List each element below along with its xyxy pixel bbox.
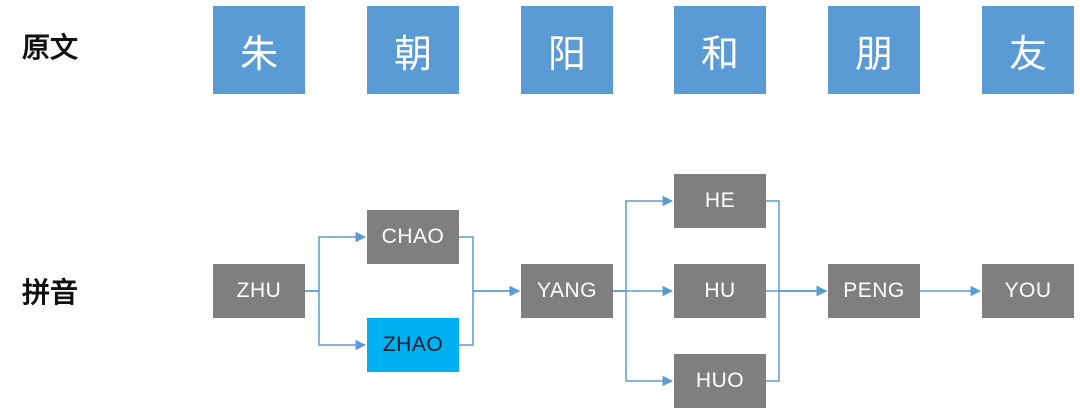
original-text-label: 原文 <box>22 31 79 64</box>
pinyin-label: 拼音 <box>22 276 79 309</box>
edge-zhao-yang <box>459 285 521 346</box>
edge-he-peng <box>766 200 828 297</box>
edge-yang-huo <box>613 290 674 387</box>
pinyin-box-he: HE <box>674 174 766 228</box>
pinyin-box-yang: YANG <box>521 264 613 318</box>
pinyin-box-peng: PENG <box>828 264 920 318</box>
pinyin-box-chao: CHAO <box>367 210 459 264</box>
char-box-chao: 朝 <box>367 6 459 94</box>
pinyin-box-zhao: ZHAO <box>367 318 459 372</box>
edge-yang-he <box>613 195 674 292</box>
edge-chao-yang <box>459 236 521 297</box>
char-box-he: 和 <box>674 6 766 94</box>
pinyin-box-you: YOU <box>982 264 1074 318</box>
char-box-you: 友 <box>982 6 1074 94</box>
pinyin-box-zhu: ZHU <box>213 264 305 318</box>
edge-zhu-chao <box>305 231 367 292</box>
edge-zhu-zhao <box>305 290 367 351</box>
edge-huo-peng <box>766 285 828 382</box>
char-box-zhu: 朱 <box>213 6 305 94</box>
pinyin-box-hu: HU <box>674 264 766 318</box>
char-box-peng: 朋 <box>828 6 920 94</box>
pinyin-box-huo: HUO <box>674 354 766 408</box>
char-box-yang: 阳 <box>521 6 613 94</box>
